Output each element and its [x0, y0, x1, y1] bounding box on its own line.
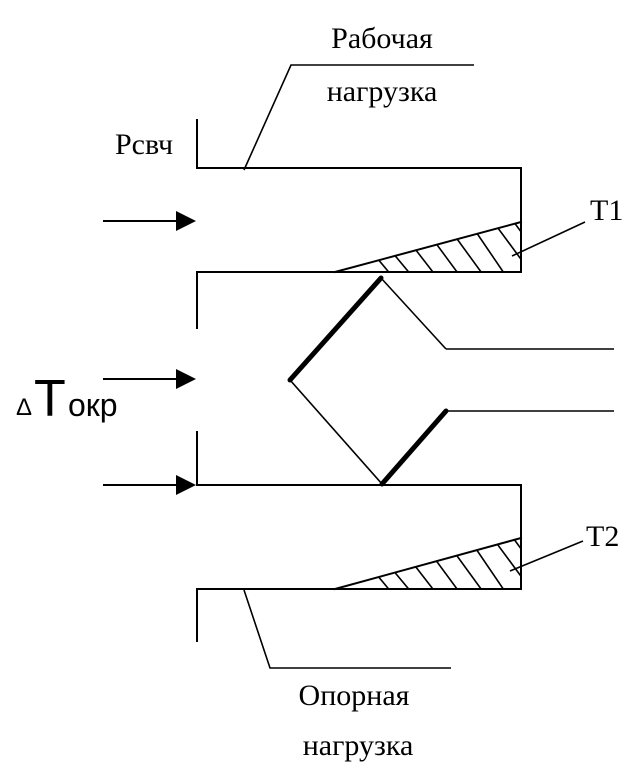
- reference-load-leader: [243, 589, 451, 669]
- arrow-middle: [103, 369, 196, 389]
- working-load-leader: [243, 64, 474, 171]
- reference-load-label-line2: нагрузка: [303, 729, 414, 762]
- heat-flow-arrows: [103, 211, 196, 495]
- thermocouple: [287, 275, 614, 487]
- working-load-label-line2: нагрузка: [327, 75, 438, 108]
- arrow-top: [103, 211, 196, 231]
- arrow-bottom: [103, 475, 196, 495]
- t1-label: T1: [590, 194, 623, 227]
- delta-symbol: Δ: [16, 394, 32, 421]
- t1-leader: [511, 221, 586, 257]
- working-load-body: [196, 119, 522, 329]
- thermal-wedge-t2: [333, 536, 523, 591]
- t2-label: T2: [586, 520, 619, 553]
- thermocouple-conductor-a: [287, 275, 384, 383]
- p-microwave-label: Рсвч: [115, 128, 173, 161]
- ambient-temperature-symbol: T: [34, 370, 66, 428]
- reference-load-body: [196, 431, 522, 642]
- ambient-temperature-subscript: окр: [68, 387, 118, 423]
- working-load-label-line1: Рабочая: [331, 22, 433, 55]
- t2-leader: [509, 540, 584, 572]
- thermocouple-conductor-b: [379, 408, 449, 487]
- reference-load-label-line1: Опорная: [299, 679, 410, 712]
- thermal-wedge-t1: [333, 220, 523, 274]
